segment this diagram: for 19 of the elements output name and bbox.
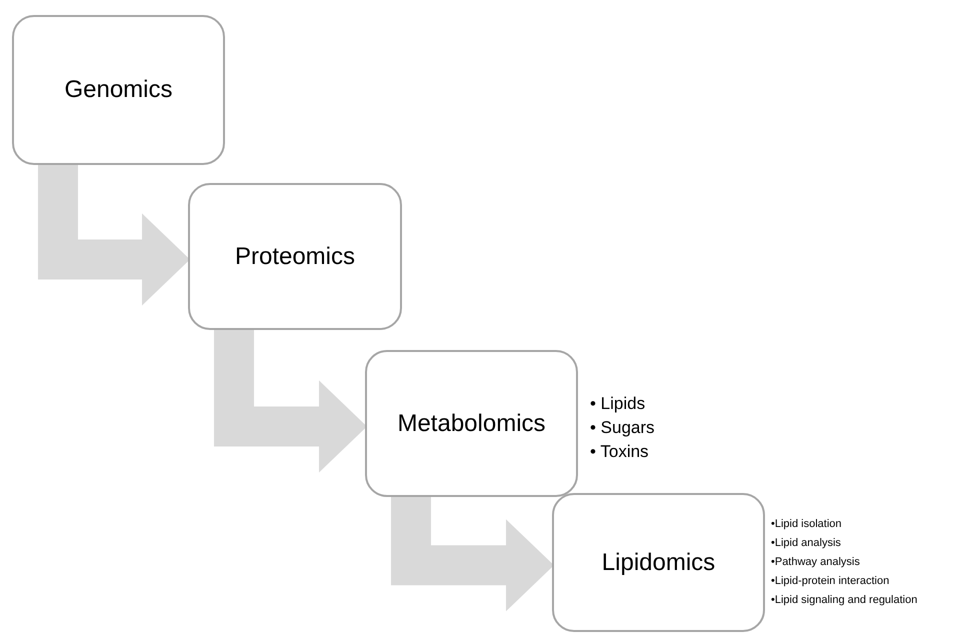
bullet-item: •Lipid isolation (771, 517, 843, 532)
bullet-item: •Lipid analysis (771, 536, 842, 551)
bent-arrow (38, 165, 190, 306)
bent-arrow (391, 497, 554, 612)
bullet-item: •Lipid signaling and regulation (771, 593, 918, 608)
bullet-item: • Toxins (590, 441, 650, 463)
box-label: Lipidomics (602, 548, 716, 578)
process-box (188, 183, 402, 330)
bullet-item: •Pathway analysis (771, 555, 861, 570)
bullet-item: • Lipids (590, 393, 646, 415)
bent-arrow (214, 330, 367, 472)
process-box (552, 493, 765, 632)
box-label: Proteomics (234, 242, 356, 272)
box-label: Metabolomics (397, 408, 546, 438)
bullet-item: • Sugars (590, 417, 655, 439)
box-label: Genomics (64, 75, 173, 105)
process-box (12, 15, 225, 165)
process-box (365, 350, 578, 497)
bullet-item: •Lipid-protein interaction (771, 574, 890, 589)
